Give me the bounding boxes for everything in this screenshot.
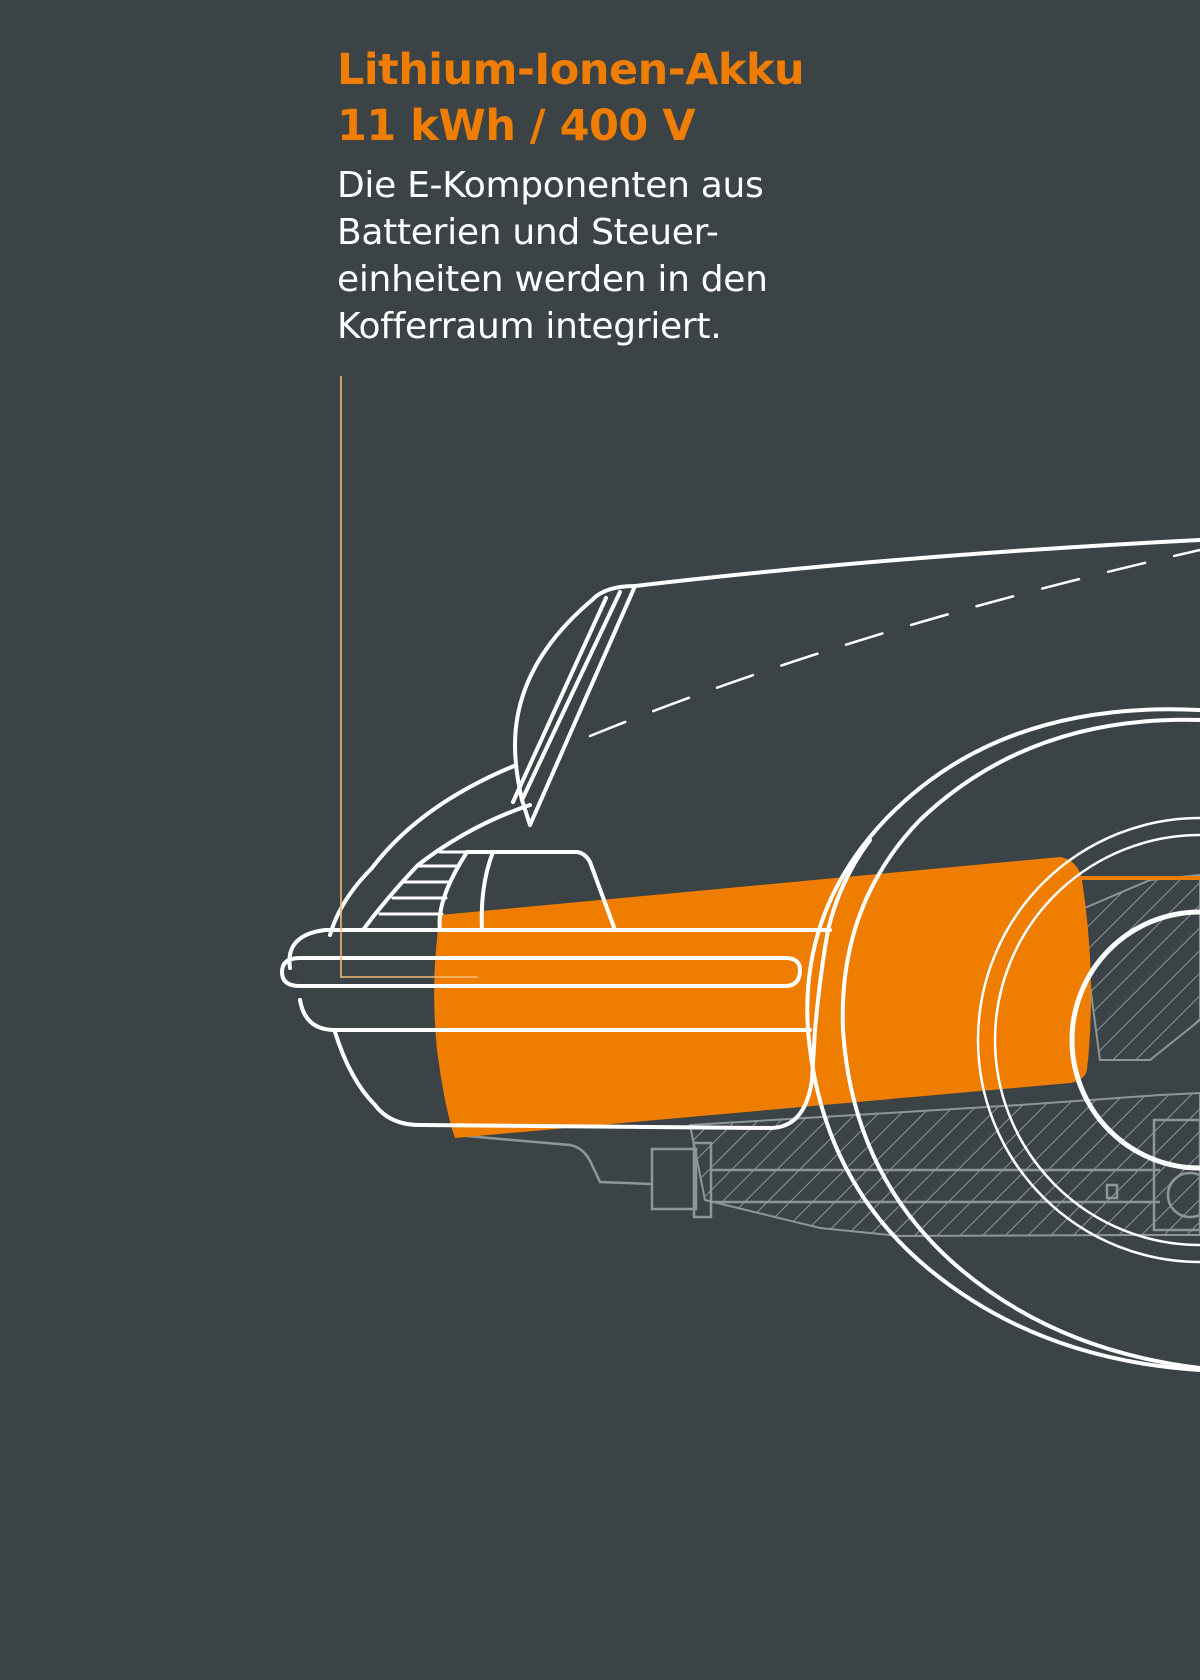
description-line: Batterien und Steuer-: [337, 212, 719, 253]
callout-leader-line: [340, 376, 478, 978]
description-line: Kofferraum integriert.: [337, 306, 722, 347]
car-body-outline: [280, 538, 1200, 1372]
component-name: Lithium-Ionen-Akku: [337, 45, 805, 95]
component-title: Lithium-Ionen-Akku 11 kWh / 400 V: [337, 42, 897, 154]
description-line: einheiten werden in den: [337, 259, 768, 300]
description-line: Die E-Komponenten aus: [337, 165, 764, 206]
component-specs: 11 kWh / 400 V: [337, 101, 696, 151]
battery-pack: [434, 857, 1200, 1138]
drivetrain-parts: [454, 1118, 1200, 1232]
component-description: Die E-Komponenten aus Batterien und Steu…: [337, 162, 897, 350]
